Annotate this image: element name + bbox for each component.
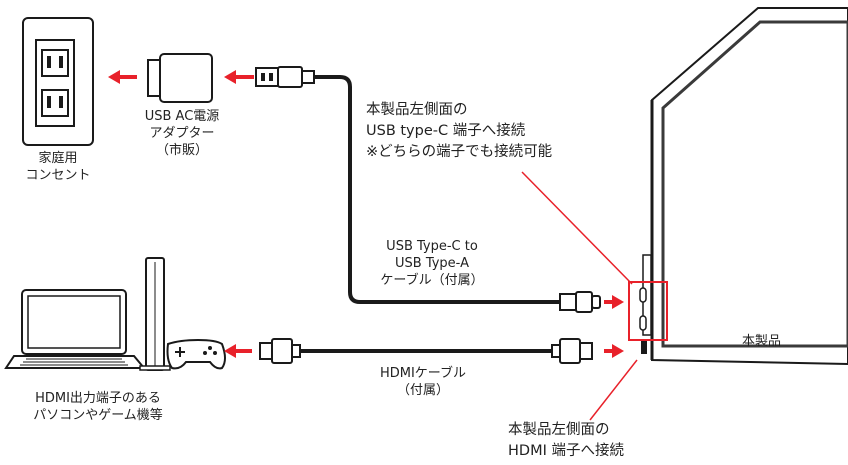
- usb-cable-label-line3: ケーブル（付属）: [380, 273, 484, 288]
- usbc-callout-line: [521, 171, 633, 285]
- usbc-port-label-line2: USB type-C 端子へ接続: [366, 123, 526, 139]
- usb-cable: [314, 75, 560, 304]
- hdmi-plug-right-icon: [551, 338, 593, 364]
- ac-adapter-icon: [147, 53, 213, 103]
- outlet-label-line2: コンセント: [25, 168, 91, 183]
- arrow-to-hdmi-port: [604, 344, 624, 358]
- product-label: 本製品: [742, 334, 782, 349]
- laptop-icon: [4, 289, 147, 369]
- usb-c-plug-icon: [559, 291, 601, 313]
- usb-cable-label: USB Type-C to USB Type-A ケーブル（付属）: [380, 238, 483, 289]
- arrow-to-usbc-port: [604, 295, 624, 309]
- usb-cable-label-line2: USB Type-A: [395, 256, 469, 271]
- outlet-label: 家庭用 コンセント: [25, 150, 90, 184]
- adapter-label: USB AC電源 アダプター （市販）: [145, 108, 220, 159]
- hdmi-port-callout-label: 本製品左側面の HDMI 端子へ接続: [508, 420, 624, 462]
- arrow-to-outlet: [108, 70, 137, 84]
- hdmi-callout-line: [589, 359, 638, 421]
- usbc-port-label-line3: ※どちらの端子でも接続可能: [366, 144, 553, 160]
- usbc-port-label-line1: 本製品左側面の: [366, 102, 468, 118]
- hdmi-port-label-line2: HDMI 端子へ接続: [508, 443, 624, 459]
- arrow-to-source: [224, 344, 252, 358]
- game-controller-icon: [166, 338, 226, 370]
- source-label-line1: HDMI出力端子のある: [35, 391, 161, 406]
- adapter-label-line1: USB AC電源: [144, 109, 220, 124]
- adapter-label-line3: （市販）: [155, 143, 208, 158]
- hdmi-cable-label-line1: HDMIケーブル: [379, 366, 467, 381]
- usbc-port-callout-label: 本製品左側面の USB type-C 端子へ接続 ※どちらの端子でも接続可能: [366, 100, 552, 163]
- wall-outlet-icon: [22, 17, 94, 146]
- game-console-icon: [139, 257, 171, 371]
- monitor-icon: [639, 7, 848, 366]
- arrow-to-adapter: [224, 70, 254, 84]
- usb-cable-label-line1: USB Type-C to: [386, 239, 478, 254]
- usbc-port-highlight: [628, 281, 668, 341]
- hdmi-plug-left-icon: [259, 338, 301, 364]
- hdmi-cable-label-line2: （付属）: [396, 383, 449, 398]
- outlet-label-line1: 家庭用: [38, 151, 78, 166]
- adapter-label-line2: アダプター: [149, 126, 215, 141]
- source-device-label: HDMI出力端子のある パソコンやゲーム機等: [33, 390, 163, 424]
- hdmi-cable-label: HDMIケーブル （付属）: [380, 365, 466, 399]
- hdmi-port-label-line1: 本製品左側面の: [508, 422, 610, 438]
- source-label-line2: パソコンやゲーム機等: [33, 408, 163, 423]
- usb-a-plug-icon: [255, 66, 315, 88]
